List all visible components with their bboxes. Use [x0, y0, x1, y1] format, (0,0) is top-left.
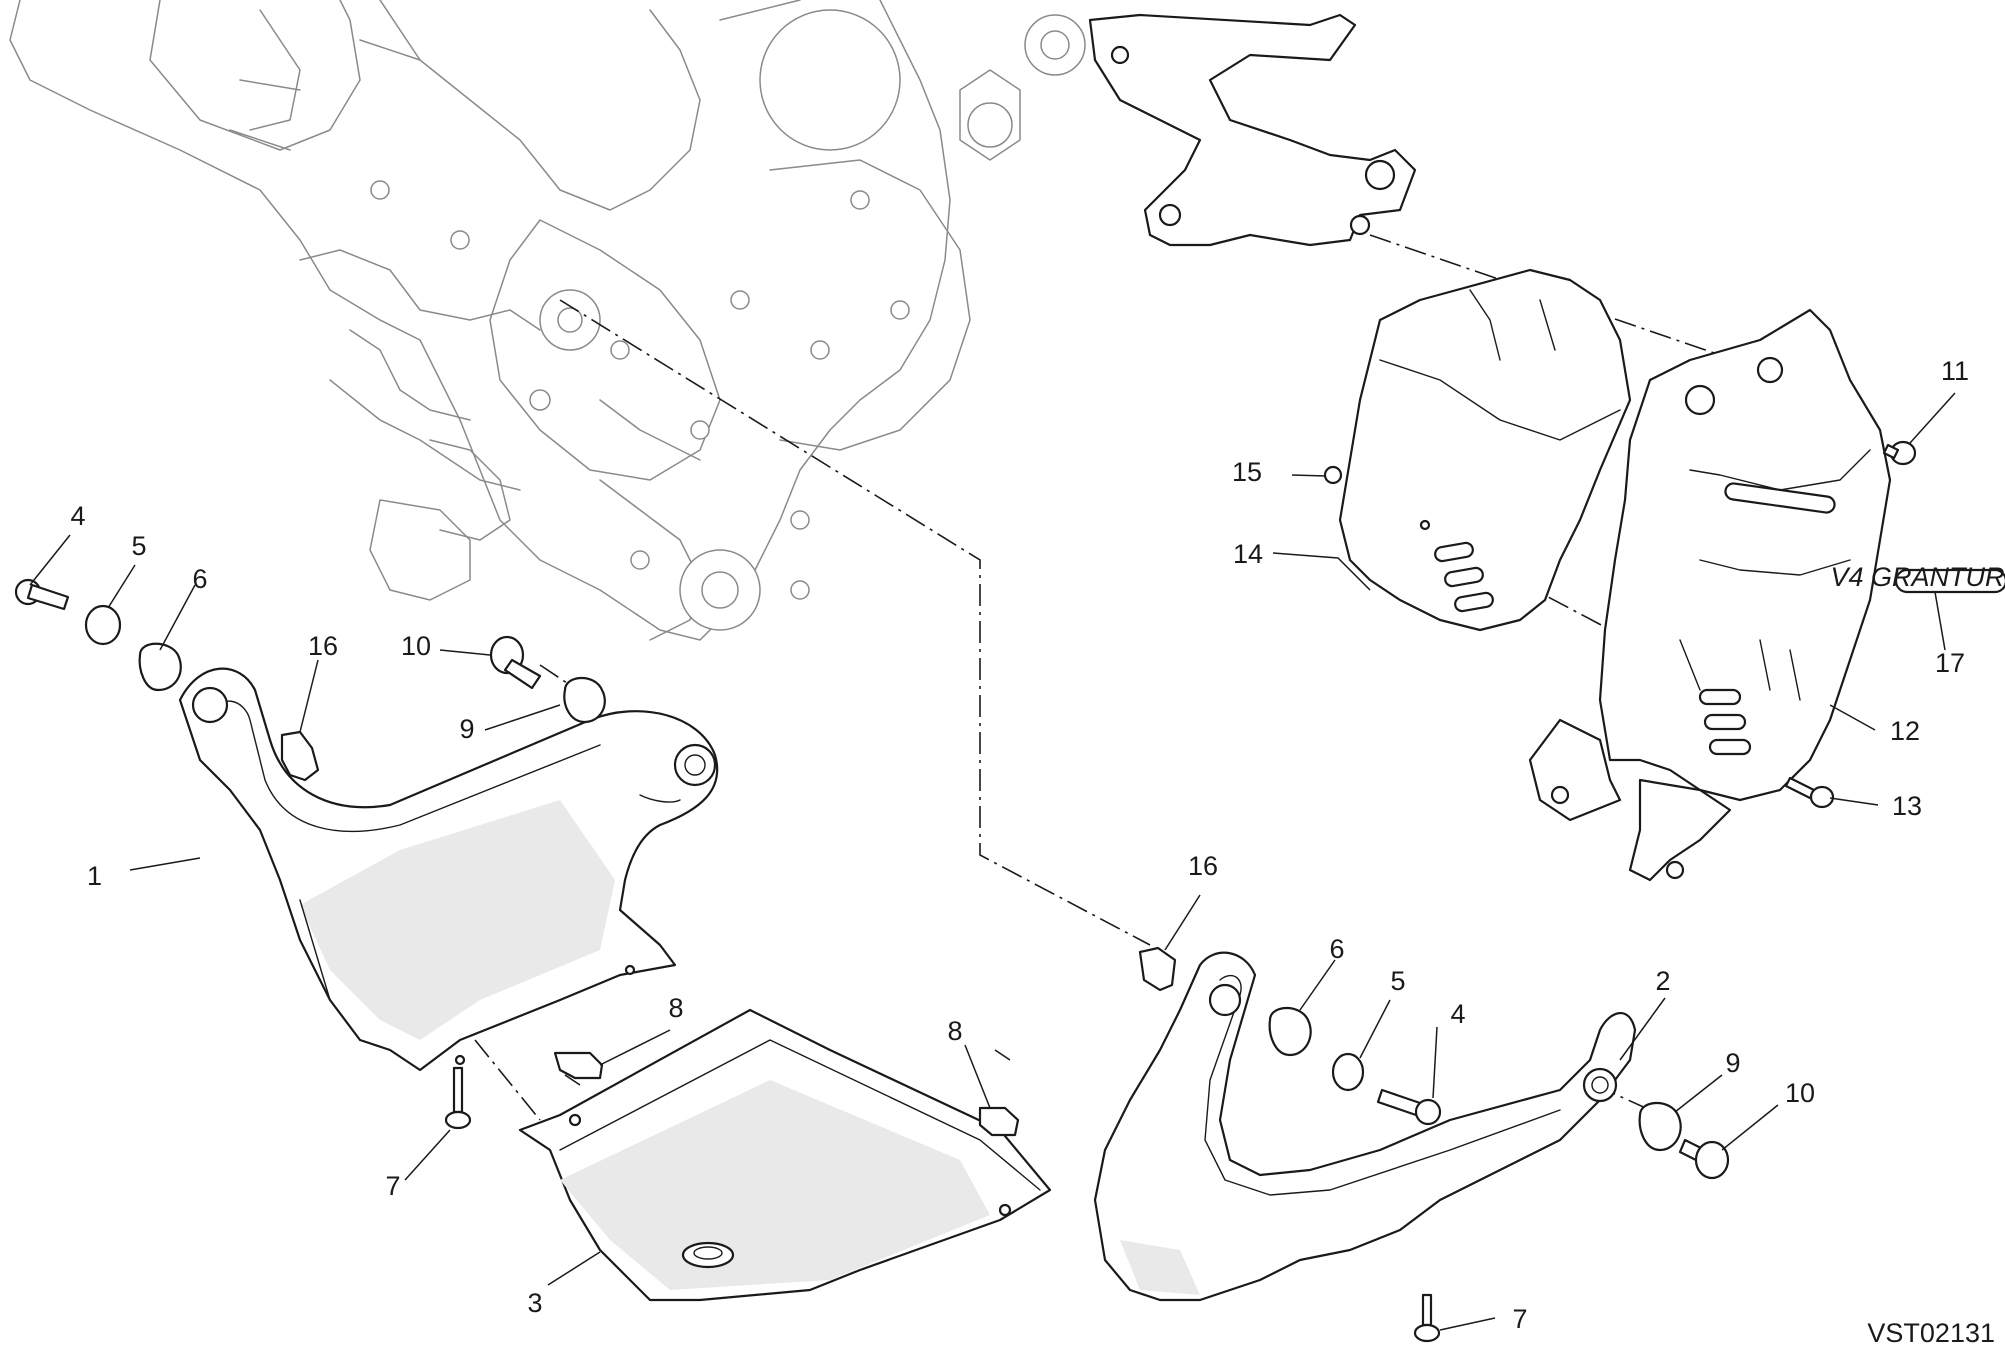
callout-labels: 1 2 3 4 4 5 5 6 6 7 7 8 8 9 9 10 10 11 1… — [70, 356, 1969, 1334]
hardware — [14, 440, 1917, 1343]
callout-16: 16 — [308, 631, 338, 661]
part-11-screw — [1882, 440, 1917, 466]
part-7-screw-left — [444, 1066, 472, 1130]
part-10-screw-right — [1678, 1138, 1730, 1180]
part-4-bolt-right — [1376, 1088, 1442, 1126]
badge-lettering: V4 GRANTURISMO — [1830, 562, 2005, 592]
callout-8: 8 — [668, 993, 683, 1023]
callout-5: 5 — [131, 531, 146, 561]
part-8-clip-left — [553, 1051, 604, 1080]
part-16-nut-right — [1138, 946, 1177, 992]
callout-6: 6 — [1329, 934, 1344, 964]
part-6-grommet-left — [138, 642, 182, 692]
callout-7: 7 — [1512, 1304, 1527, 1334]
part-3-belly-pan — [518, 1008, 1052, 1302]
part-12-heat-shield — [1528, 308, 1892, 882]
part-17-badge: V4 GRANTURISMO — [1830, 562, 2005, 594]
part-5-washer-left — [84, 604, 122, 646]
part-8-clip-right — [978, 1106, 1020, 1137]
callout-8: 8 — [947, 1016, 962, 1046]
callout-2: 2 — [1655, 966, 1670, 996]
callout-4: 4 — [1450, 999, 1465, 1029]
engine-block — [9, 0, 1086, 641]
callout-16: 16 — [1188, 851, 1218, 881]
callout-10: 10 — [401, 631, 431, 661]
part-14-heat-shield — [1338, 268, 1632, 632]
part-16-nut-left — [280, 730, 320, 782]
frame-bracket — [1088, 13, 1417, 247]
part-2-right-fairing — [1093, 951, 1637, 1302]
callout-13: 13 — [1892, 791, 1922, 821]
part-4-bolt-left — [14, 578, 70, 611]
callout-9: 9 — [1725, 1048, 1740, 1078]
callout-3: 3 — [527, 1288, 542, 1318]
leader-lines — [29, 392, 1956, 1331]
part-13-screw — [1784, 776, 1835, 809]
callout-7: 7 — [385, 1171, 400, 1201]
callout-10: 10 — [1785, 1078, 1815, 1108]
callout-11: 11 — [1941, 356, 1969, 386]
part-5-washer-right — [1331, 1052, 1365, 1092]
part-7-screw-right — [1413, 1293, 1441, 1343]
part-1-left-fairing — [178, 667, 719, 1072]
part-9-grommet-left — [563, 676, 606, 724]
drawing-code: VST02131 — [1867, 1318, 1995, 1348]
callout-17: 17 — [1935, 648, 1965, 678]
callout-6: 6 — [192, 564, 207, 594]
part-15-washer — [1323, 465, 1343, 485]
callout-4: 4 — [70, 501, 85, 531]
callout-5: 5 — [1390, 966, 1405, 996]
part-6-grommet-right — [1268, 1006, 1312, 1057]
part-9-grommet-right — [1638, 1101, 1682, 1152]
callout-1: 1 — [87, 861, 102, 891]
callout-14: 14 — [1233, 539, 1263, 569]
callout-9: 9 — [459, 714, 474, 744]
callout-15: 15 — [1232, 457, 1262, 487]
callout-12: 12 — [1890, 716, 1920, 746]
